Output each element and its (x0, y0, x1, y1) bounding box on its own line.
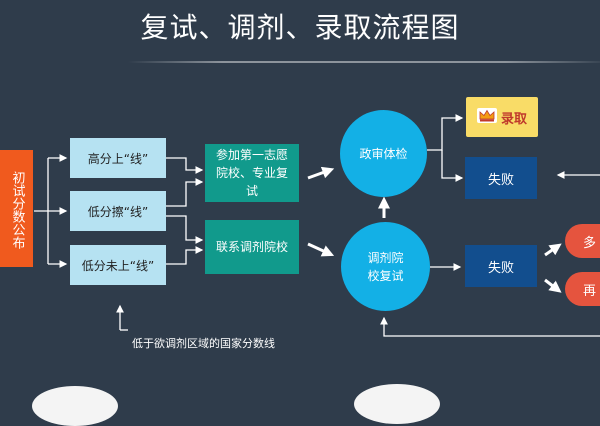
fail-box-top: 失败 (465, 157, 537, 199)
title-divider (128, 61, 600, 63)
first-choice-retest-box: 参加第一志愿院校、专业复试 (205, 144, 299, 202)
score-borderline-box: 低分擦“线” (70, 191, 166, 231)
admit-label: 录取 (500, 111, 527, 127)
arrow-contact-retest (307, 242, 335, 257)
scores-released-box: 初试分数公布 (0, 150, 33, 267)
connector-low-contact (166, 246, 204, 265)
option-pill-2: 再 (565, 272, 600, 306)
option-pill-1: 多 (565, 224, 600, 258)
admit-box: 录取 (466, 97, 538, 137)
arrow-fail-pill1 (544, 243, 562, 257)
flow-connectors (34, 114, 600, 337)
score-high-box: 高分上“线” (70, 138, 166, 178)
arrow-fail-pill2 (544, 278, 562, 293)
adjust-retest-circle: 调剂院校复试 (341, 222, 430, 311)
arrow-first-political (307, 166, 335, 180)
loop-back-bottom (380, 316, 600, 337)
political-check-circle: 政审体检 (340, 110, 427, 197)
score-below-box: 低分未上“线” (70, 245, 166, 285)
connector-mid-contact (166, 215, 204, 244)
contact-adjust-box: 联系调剂院校 (205, 220, 299, 274)
fail-box-bottom: 失败 (465, 245, 537, 287)
bottom-circle-right (354, 384, 440, 424)
page-title: 复试、调剂、录取流程图 (140, 11, 460, 44)
connector-mid-first (166, 178, 204, 207)
below-line-note: 低于欲调剂区域的国家分数线 (132, 337, 275, 350)
crown-icon (476, 107, 497, 127)
bottom-circle-left (32, 386, 118, 426)
connector-high-first (166, 157, 204, 174)
connector-political-results (427, 114, 464, 151)
